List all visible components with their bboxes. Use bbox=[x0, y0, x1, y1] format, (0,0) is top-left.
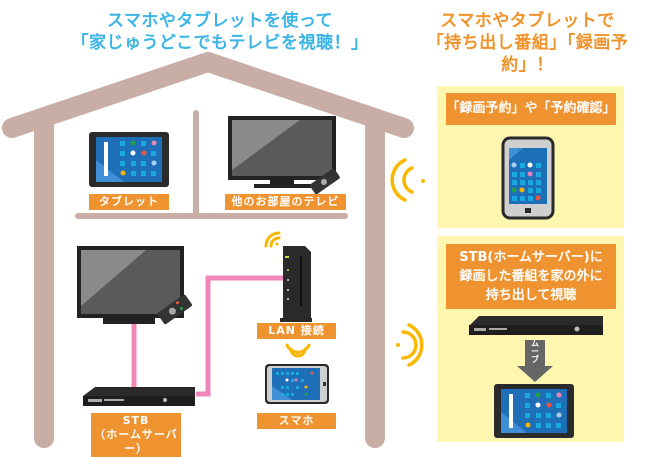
wifi-icon-phone bbox=[285, 343, 311, 358]
headline-right: スマホやタブレットで 「持ち出し番組」「録画予約」！ bbox=[405, 10, 650, 76]
phone-icon-portrait bbox=[501, 136, 555, 220]
tv-icon-living-room bbox=[77, 246, 192, 325]
tablet-icon-panel bbox=[494, 384, 574, 438]
smartphone-icon bbox=[265, 364, 329, 404]
move-arrow-icon bbox=[517, 340, 553, 382]
panel-bottom-title-line2: 録画した番組を家の外に bbox=[459, 269, 603, 284]
router-icon bbox=[280, 246, 312, 322]
panel-top-title: 「録画予約」や「予約確認」 bbox=[446, 93, 616, 125]
panel-recording-reservation: 「録画予約」や「予約確認」 bbox=[437, 86, 624, 228]
label-lan: LAN 接続 bbox=[257, 323, 336, 339]
panel-bottom-title-line3: 持ち出して視聴 bbox=[485, 288, 577, 303]
stb-icon bbox=[83, 387, 195, 406]
wifi-icon-outside-bottom bbox=[396, 323, 424, 367]
stb-icon-panel bbox=[469, 316, 603, 335]
label-stb-line2: （ホームサーバー） bbox=[94, 428, 178, 455]
panel-take-out-viewing: STB(ホームサーバー)に 録画した番組を家の外に 持ち出して視聴 bbox=[437, 236, 624, 442]
panel-bottom-title-line1: STB(ホームサーバー)に bbox=[459, 250, 603, 265]
label-other-room-tv: 他のお部屋のテレビ bbox=[225, 194, 346, 210]
label-smartphone: スマホ bbox=[257, 413, 336, 429]
panel-bottom-illustration bbox=[469, 316, 603, 438]
wifi-icon-outside-top bbox=[390, 158, 425, 202]
headline-right-line2: 「持ち出し番組」「録画予約」！ bbox=[426, 33, 629, 75]
tv-icon-other-room bbox=[228, 116, 340, 195]
wifi-icon-router bbox=[264, 231, 281, 248]
label-tablet: タブレット bbox=[89, 194, 169, 210]
house-roof bbox=[2, 52, 414, 138]
headline-right-line1: スマホやタブレットで bbox=[440, 11, 615, 31]
headline-left: スマホやタブレットを使って 「家じゅうどこでもテレビを視聴！」 bbox=[60, 10, 380, 54]
panel-bottom-title: STB(ホームサーバー)に 録画した番組を家の外に 持ち出して視聴 bbox=[446, 244, 616, 309]
headline-left-line1: スマホやタブレットを使って bbox=[106, 11, 334, 31]
move-arrow-label: ムーブ bbox=[531, 339, 539, 364]
cable-stb-router bbox=[196, 275, 285, 397]
tablet-icon bbox=[89, 132, 169, 187]
label-stb-line1: STB bbox=[122, 414, 150, 427]
headline-left-line2: 「家じゅうどこでもテレビを視聴！」 bbox=[71, 33, 369, 53]
label-stb: STB （ホームサーバー） bbox=[91, 413, 181, 457]
